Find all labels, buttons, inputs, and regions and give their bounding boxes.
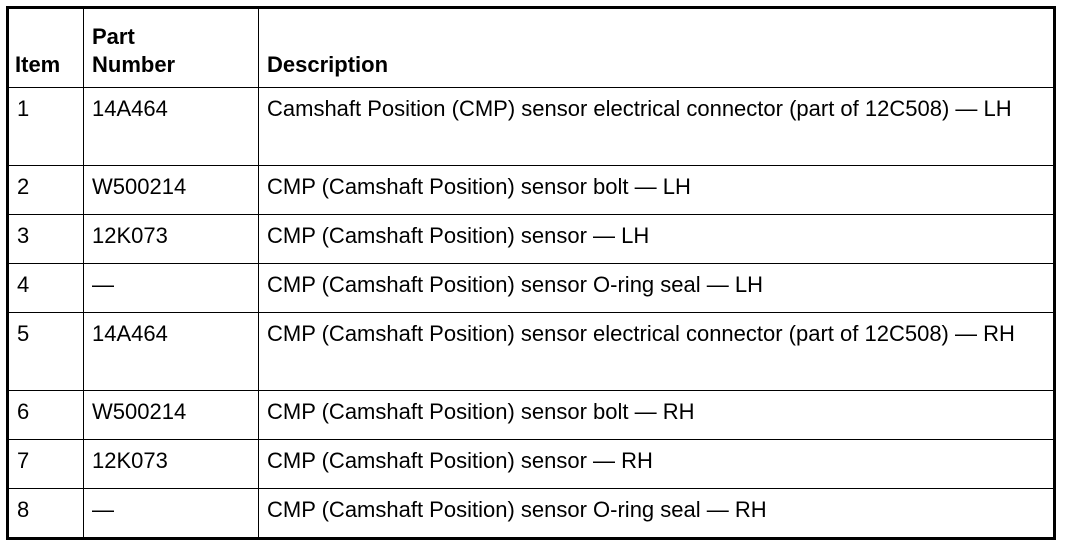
header-part-number-line1: Part <box>92 24 135 49</box>
table-row: 1 14A464 Camshaft Position (CMP) sensor … <box>7 87 1055 166</box>
header-part-number-line2: Number <box>92 52 176 77</box>
cell-description: CMP (Camshaft Position) sensor O-ring se… <box>258 488 1055 539</box>
cell-description: CMP (Camshaft Position) sensor O-ring se… <box>258 263 1055 313</box>
cell-item: 2 <box>7 165 84 215</box>
cell-part-number: 12K073 <box>83 214 259 264</box>
cell-description: Camshaft Position (CMP) sensor electrica… <box>258 87 1055 166</box>
cell-description: CMP (Camshaft Position) sensor bolt — RH <box>258 390 1055 440</box>
table-body: 1 14A464 Camshaft Position (CMP) sensor … <box>7 87 1055 539</box>
cell-part-number: — <box>83 488 259 539</box>
cell-part-number: 14A464 <box>83 87 259 166</box>
header-description: Description <box>258 7 1055 88</box>
table-row: 4 — CMP (Camshaft Position) sensor O-rin… <box>7 263 1055 313</box>
table-row: 2 W500214 CMP (Camshaft Position) sensor… <box>7 165 1055 215</box>
table-row: 7 12K073 CMP (Camshaft Position) sensor … <box>7 439 1055 489</box>
cell-item: 1 <box>7 87 84 166</box>
cell-part-number: 14A464 <box>83 312 259 391</box>
cell-part-number: W500214 <box>83 165 259 215</box>
table-row: 8 — CMP (Camshaft Position) sensor O-rin… <box>7 488 1055 539</box>
cell-description: CMP (Camshaft Position) sensor — LH <box>258 214 1055 264</box>
header-description-label: Description <box>267 52 389 77</box>
cell-part-number: — <box>83 263 259 313</box>
cell-item: 6 <box>7 390 84 440</box>
cell-description: CMP (Camshaft Position) sensor bolt — LH <box>258 165 1055 215</box>
cell-description: CMP (Camshaft Position) sensor electrica… <box>258 312 1055 391</box>
cell-item: 7 <box>7 439 84 489</box>
cell-part-number: W500214 <box>83 390 259 440</box>
cell-description: CMP (Camshaft Position) sensor — RH <box>258 439 1055 489</box>
header-item: Item <box>7 7 84 88</box>
table-row: 5 14A464 CMP (Camshaft Position) sensor … <box>7 312 1055 391</box>
table-row: 6 W500214 CMP (Camshaft Position) sensor… <box>7 390 1055 440</box>
cell-part-number: 12K073 <box>83 439 259 489</box>
cell-item: 4 <box>7 263 84 313</box>
header-item-label: Item <box>15 52 61 77</box>
cell-item: 5 <box>7 312 84 391</box>
table-row: 3 12K073 CMP (Camshaft Position) sensor … <box>7 214 1055 264</box>
cell-item: 3 <box>7 214 84 264</box>
cell-item: 8 <box>7 488 84 539</box>
